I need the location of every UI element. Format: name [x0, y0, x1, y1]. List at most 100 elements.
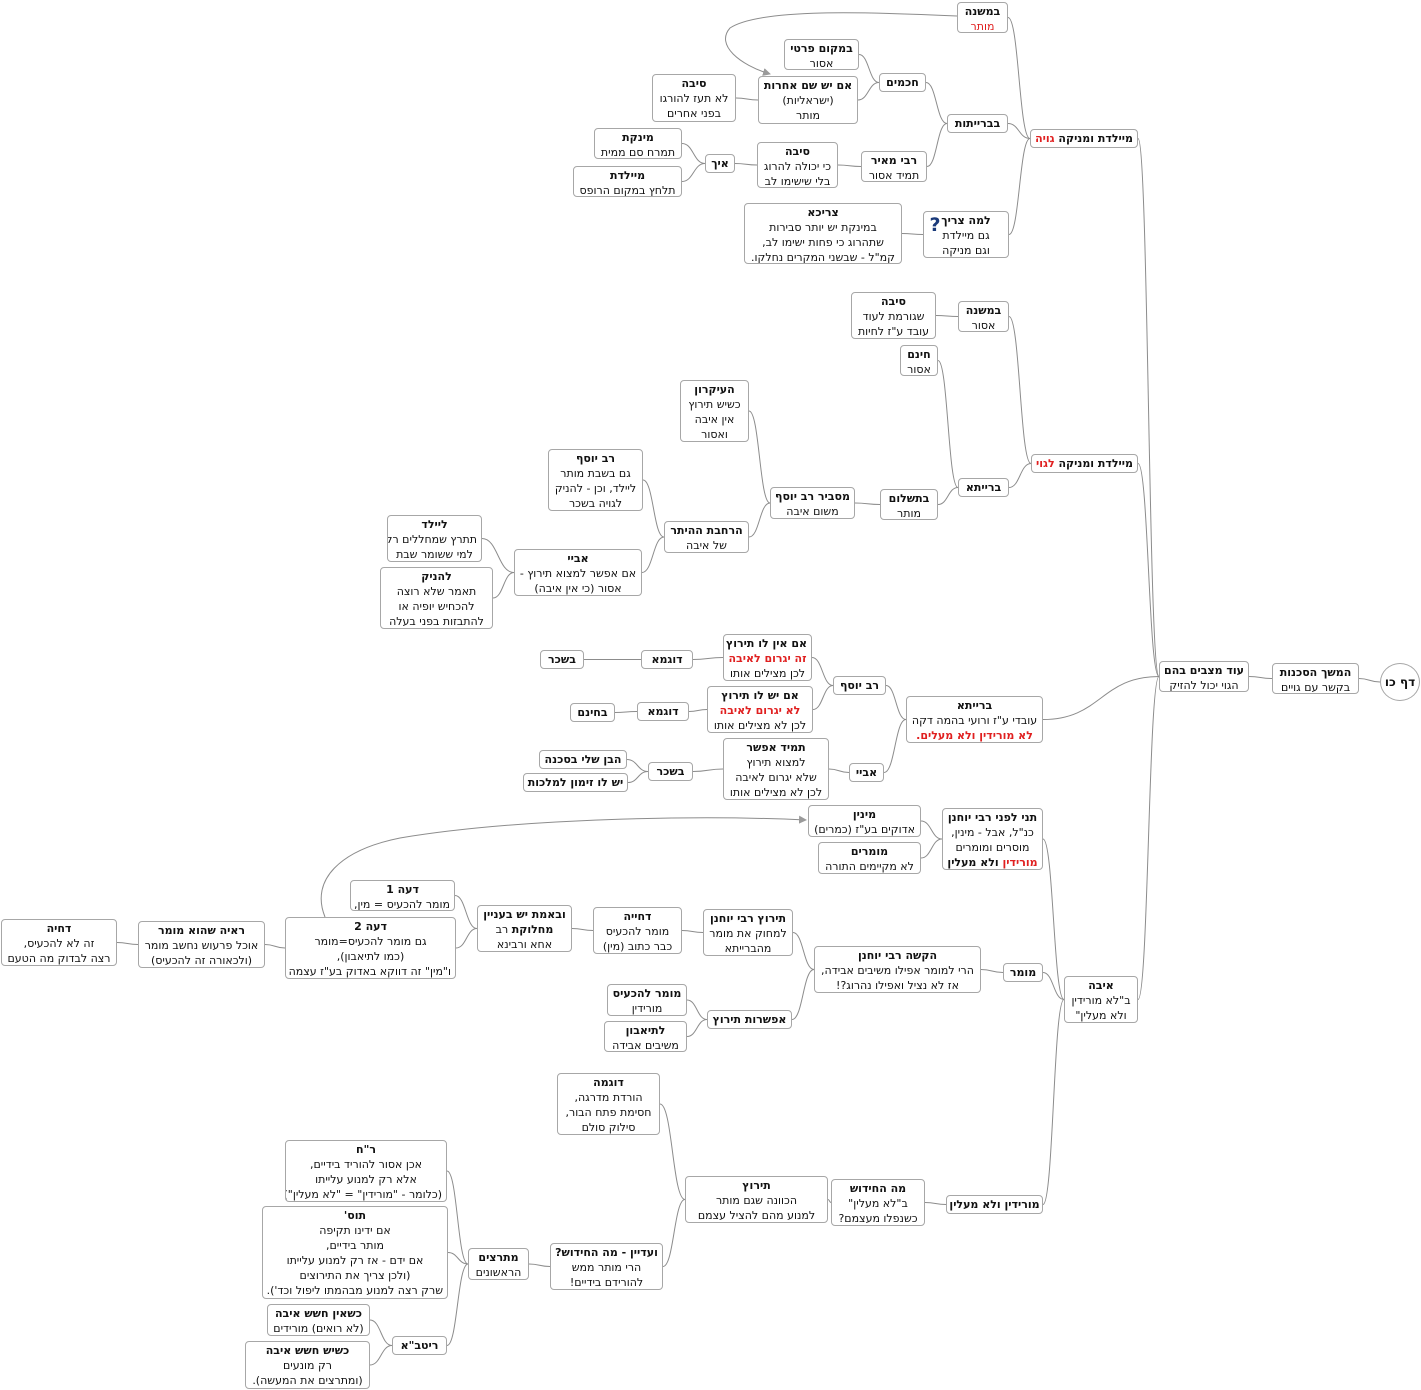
- node-text: רב יוסף: [575, 452, 616, 465]
- node-chachamim[interactable]: חכמים: [879, 73, 926, 92]
- node-text: מינין: [852, 808, 877, 821]
- node-abaye2[interactable]: אביי: [849, 763, 884, 782]
- node-line: צריכא: [749, 205, 897, 220]
- edge-harchava-ravyosef1: [642, 479, 665, 538]
- node-mumar[interactable]: מומר: [1003, 963, 1043, 982]
- node-line: רצה לבדוק מה הטעם: [6, 951, 112, 965]
- node-kshein[interactable]: כשאין חשש איבה(לא רואים) מורידים: [267, 1304, 370, 1336]
- node-text: בתשלום: [888, 492, 930, 505]
- node-line: בלי שישימו לב: [762, 174, 833, 187]
- node-root[interactable]: דף כו: [1380, 663, 1420, 701]
- node-text: במשנה: [964, 5, 1001, 18]
- edge-harchava-abaye1: [641, 536, 665, 573]
- node-text: קמ"ל - שבשני המקרים נחלקו.: [751, 251, 895, 264]
- node-text: להתבזות בפני בעלה: [389, 615, 484, 628]
- edge-im_yesh2-dugma2: [688, 709, 708, 712]
- node-line: למנוע מהם להציל עצמם: [690, 1208, 823, 1222]
- node-line: תירוץ: [690, 1178, 823, 1193]
- node-meyaledet-goya[interactable]: מיילדת ומניקה גויה: [1030, 129, 1138, 148]
- node-line: תמיד אסור: [866, 168, 922, 181]
- node-text: לגוי: [1036, 457, 1055, 470]
- node-braytot[interactable]: בברייתות: [947, 114, 1008, 133]
- node-bechinam[interactable]: בחינם: [570, 703, 615, 722]
- node-dugma2[interactable]: דוגמא: [637, 702, 689, 721]
- node-line: אסור (כי אין איבה): [519, 581, 637, 595]
- node-text: לכן מצילים אותו: [729, 667, 806, 680]
- node-line: הקשה רבי יוחנן: [819, 948, 976, 963]
- node-meyaledet-goy[interactable]: מיילדת ומניקה לגוי: [1031, 454, 1138, 473]
- node-haben[interactable]: הבן שלי בסכנה: [539, 750, 627, 769]
- node-moridin[interactable]: מורידין ולא מעלין: [946, 1195, 1043, 1214]
- node-efsharut[interactable]: אפשרות תירוץ: [707, 1010, 792, 1029]
- node-besachar1[interactable]: בשכר: [540, 650, 584, 669]
- node-text: איבה: [1088, 979, 1114, 992]
- node-line: הראשונים: [473, 1265, 524, 1279]
- node-text: אסור (כי אין איבה): [534, 582, 622, 595]
- node-line: דוגמא: [651, 652, 682, 667]
- node-besachar2[interactable]: בשכר: [648, 762, 693, 781]
- node-line: מיילדת ומניקה לגוי: [1036, 456, 1133, 471]
- node-line: תלחץ במקום הרופס: [578, 183, 677, 196]
- node-dugma1[interactable]: דוגמא: [641, 650, 693, 669]
- node-line: אכן אסור להוריד בידיים,: [290, 1157, 442, 1172]
- node-text: למנוע מהם להציל עצמם: [697, 1209, 816, 1222]
- node-line: מומר להכעיס = מין,: [354, 897, 450, 910]
- node-braytaA[interactable]: ברייתא: [958, 478, 1009, 497]
- node-eich[interactable]: איך: [705, 154, 735, 173]
- node-yesh-lo[interactable]: יש לו זימון למלכות: [523, 773, 628, 792]
- node-text: בקשר עם גויים: [1280, 681, 1351, 694]
- node-ritva[interactable]: ריטב"א: [392, 1336, 447, 1355]
- node-im-yesh[interactable]: אם יש שם אחרות(ישראליות)מותר: [758, 76, 858, 124]
- node-text: מומר להכעיס: [605, 925, 670, 938]
- node-ravyosef2[interactable]: רב יוסף: [833, 676, 886, 695]
